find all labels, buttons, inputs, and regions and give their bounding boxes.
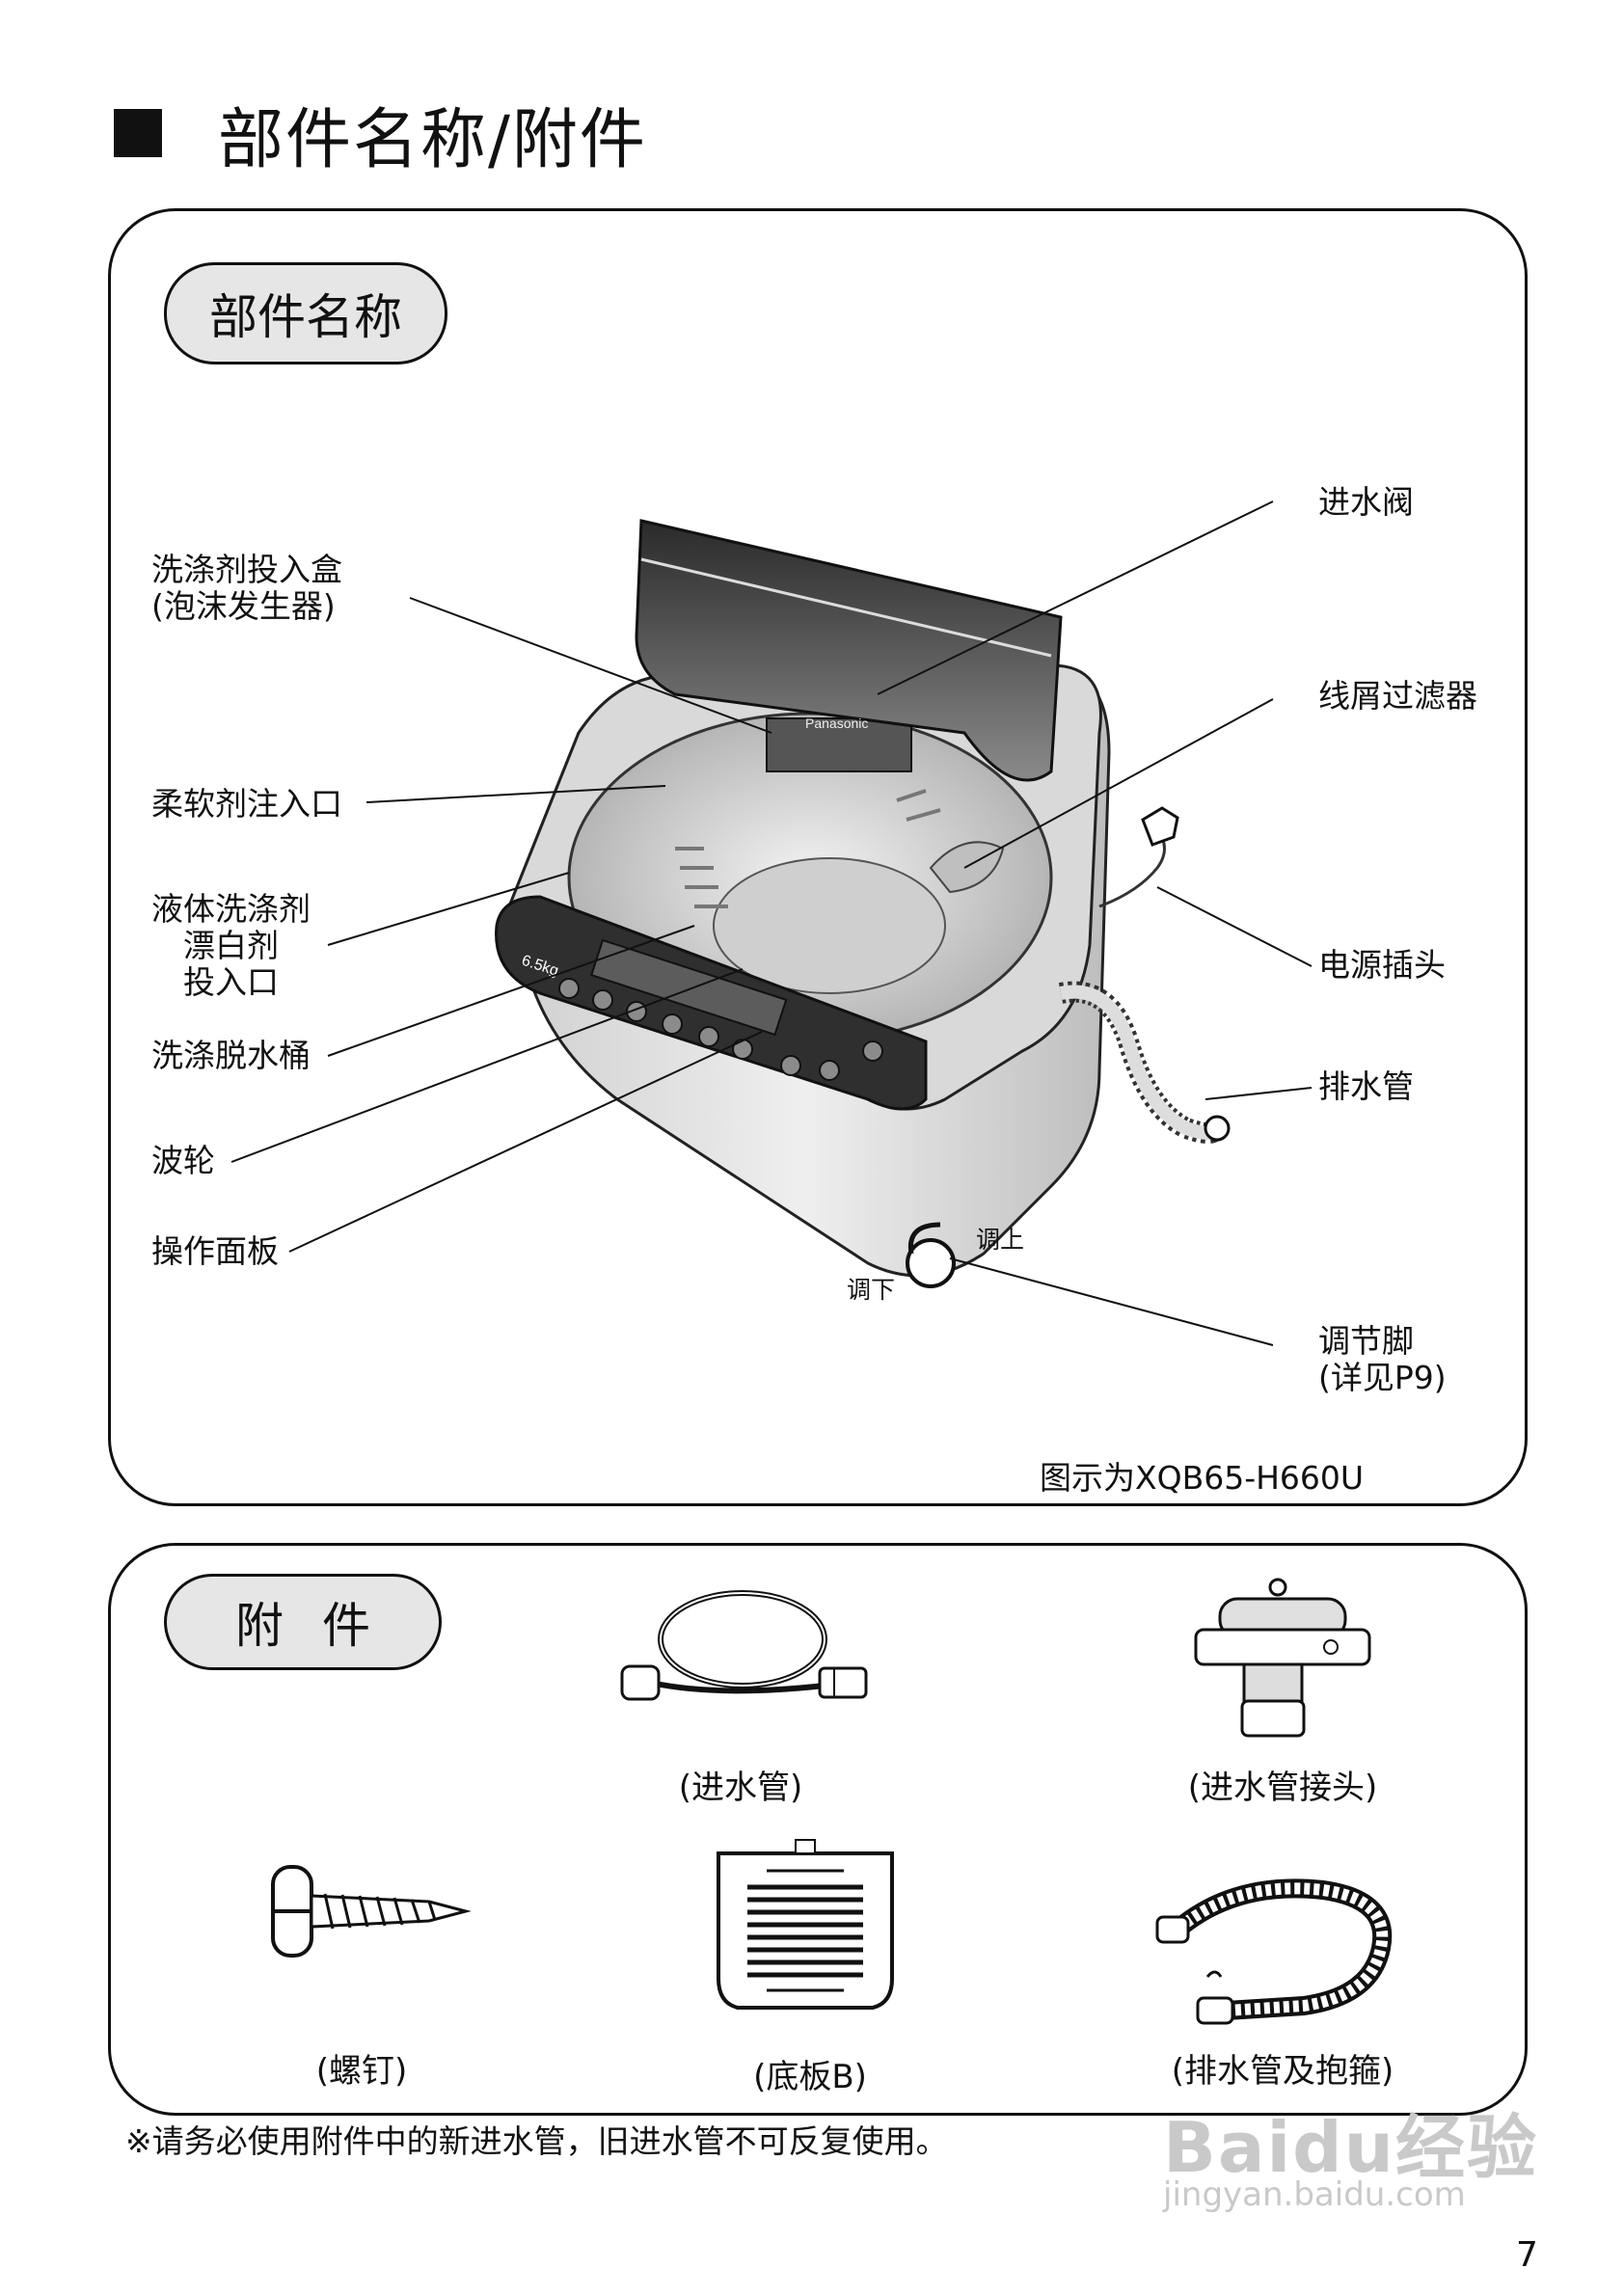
- caption-inlet-hose: (进水管): [644, 1761, 837, 1808]
- page-number: 7: [1516, 2235, 1538, 2275]
- label-drain-hose: 排水管: [1318, 1068, 1414, 1105]
- label-control-panel: 操作面板: [151, 1233, 279, 1270]
- label-detergent-box-line1: 洗涤剂投入盒: [151, 552, 342, 588]
- accessories-section-label: 附件: [164, 1574, 442, 1670]
- caption-inlet-connector: (进水管接头): [1152, 1761, 1413, 1808]
- label-pulsator: 波轮: [151, 1143, 215, 1179]
- label-adjust-up: 调上: [976, 1221, 1024, 1256]
- label-power-plug: 电源插头: [1318, 947, 1446, 984]
- caption-base-plate: (底板B): [728, 2050, 892, 2097]
- model-caption: 图示为XQB65-H660U: [1040, 1452, 1364, 1499]
- screw-icon: [265, 1859, 477, 1965]
- leader-lines: [0, 0, 1624, 1350]
- label-liquid-line1: 液体洗涤剂: [151, 891, 311, 928]
- label-foot-line2: (详见P9): [1318, 1360, 1447, 1396]
- label-inlet-valve: 进水阀: [1318, 484, 1414, 521]
- usage-note: ※请务必使用附件中的新进水管，旧进水管不可反复使用。: [125, 2116, 948, 2162]
- inlet-hose-icon: [603, 1581, 892, 1716]
- label-foot-line1: 调节脚: [1318, 1323, 1447, 1360]
- label-detergent-box-line2: (泡沫发生器): [151, 588, 342, 625]
- label-softener-inlet: 柔软剂注入口: [151, 786, 342, 823]
- label-liquid-line3: 投入口: [151, 964, 311, 1001]
- label-liquid-line2: 漂白剂: [151, 928, 311, 964]
- baidu-watermark-url: jingyan.baidu.com: [1163, 2175, 1466, 2214]
- label-washing-tub: 洗涤脱水桶: [151, 1038, 311, 1074]
- label-detergent-box: 洗涤剂投入盒 (泡沫发生器): [151, 552, 342, 625]
- label-adjust-down: 调下: [847, 1271, 895, 1306]
- label-adjustable-foot: 调节脚 (详见P9): [1318, 1323, 1447, 1396]
- label-liquid-inlet: 液体洗涤剂 漂白剂 投入口: [151, 891, 311, 1001]
- label-lint-filter: 线屑过滤器: [1318, 678, 1477, 715]
- inlet-connector-icon: [1186, 1570, 1379, 1743]
- drain-hose-icon: [1150, 1871, 1410, 2025]
- caption-drain-hose: (排水管及抱箍): [1148, 2044, 1418, 2092]
- caption-screw: (螺钉): [294, 2044, 429, 2092]
- base-plate-icon: [709, 1834, 902, 2027]
